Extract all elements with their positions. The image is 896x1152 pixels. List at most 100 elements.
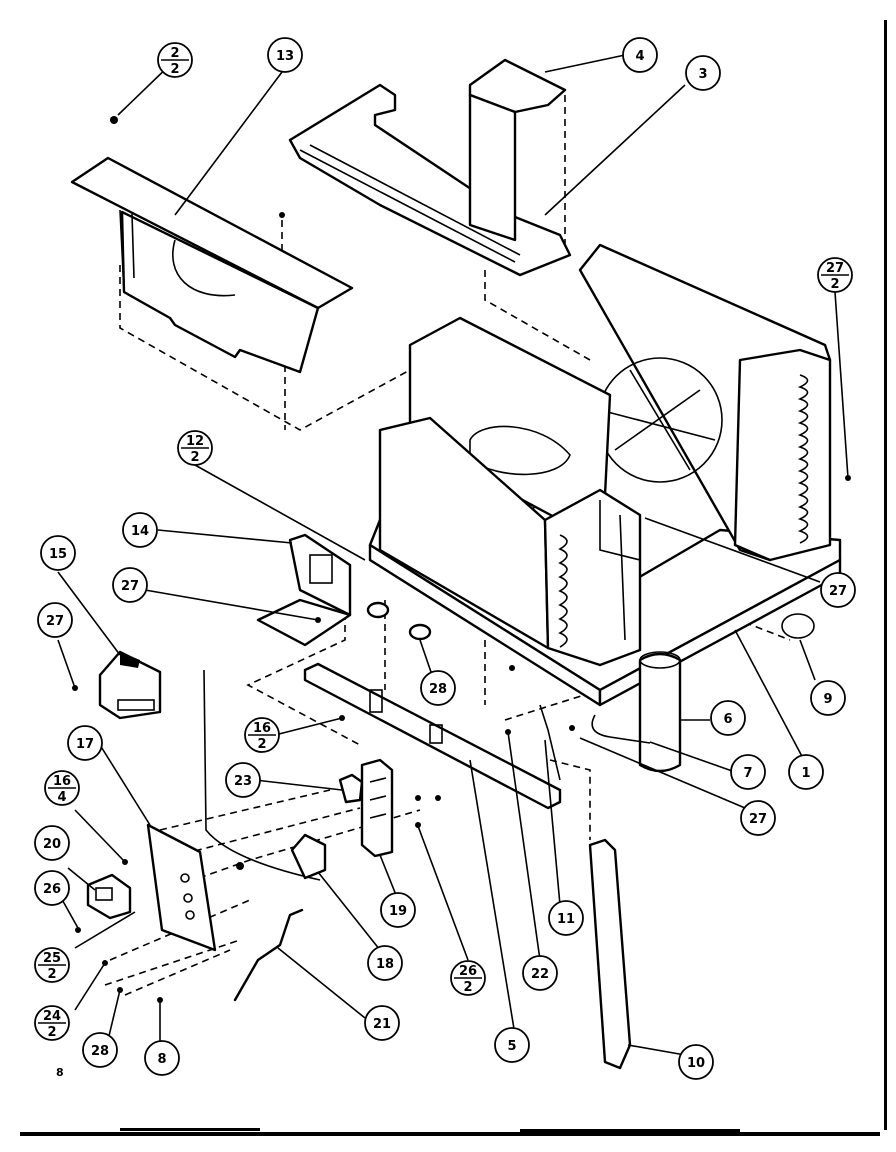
callout-19: 19 <box>380 892 416 928</box>
callout-label-top: 26 <box>459 964 477 979</box>
callout-circle <box>820 572 856 608</box>
callout-27c: 27 <box>820 572 856 608</box>
partition-panel-part <box>70 156 354 374</box>
callout-1: 1 <box>788 754 824 790</box>
electrical-plate-part <box>146 823 217 952</box>
callout-label: 15 <box>49 547 67 562</box>
callout-27-2: 272 <box>817 257 853 293</box>
capacitor-part <box>638 651 682 773</box>
callout-circle <box>34 870 70 906</box>
callout-circle <box>730 754 766 790</box>
callout-label-bottom: 2 <box>257 737 266 752</box>
callout-22: 22 <box>522 955 558 991</box>
callout-28a: 28 <box>420 670 456 706</box>
callout-label-bottom: 2 <box>47 967 56 982</box>
callout-circle <box>740 800 776 836</box>
callout-label-bottom: 2 <box>463 980 472 995</box>
callout-label: 5 <box>507 1039 516 1054</box>
scan-border <box>20 20 887 1136</box>
callout-20: 20 <box>34 825 70 861</box>
callout-circle <box>622 37 658 73</box>
bracket-21-part <box>233 908 304 1002</box>
callout-label-top: 12 <box>186 434 204 449</box>
callout-circle <box>40 535 76 571</box>
callout-18: 18 <box>367 945 403 981</box>
callout-16-4: 164 <box>44 770 80 806</box>
leader-lines <box>54 54 849 1056</box>
callout-label: 6 <box>723 712 732 727</box>
callout-27d: 27 <box>740 800 776 836</box>
callout-label-top: 2 <box>170 46 179 61</box>
callout-label: 27 <box>46 614 64 629</box>
callout-26-2: 262 <box>450 960 486 996</box>
callout-label: 23 <box>234 774 252 789</box>
callout-12-2: 122 <box>177 430 213 466</box>
terminal-block-part <box>86 873 132 920</box>
callout-circle <box>122 512 158 548</box>
ring-clamp-part <box>781 613 815 639</box>
callout-circle <box>367 945 403 981</box>
callout-circle <box>494 1027 530 1063</box>
callout-label-top: 25 <box>43 951 61 966</box>
callout-label: 27 <box>749 812 767 827</box>
callout-circle <box>364 1005 400 1041</box>
callout-circle <box>112 567 148 603</box>
callout-circle <box>810 680 846 716</box>
callout-circle <box>710 700 746 736</box>
callout-label-top: 27 <box>826 261 844 276</box>
callout-label-bottom: 2 <box>47 1025 56 1040</box>
callout-24-2: 242 <box>34 1005 70 1041</box>
callout-23: 23 <box>225 762 261 798</box>
callout-label: 3 <box>698 67 707 82</box>
callout-circle <box>685 55 721 91</box>
callout-label: 10 <box>687 1056 705 1071</box>
callout-circle <box>548 900 584 936</box>
page-mark: 8 <box>56 1066 64 1079</box>
top-rail-part <box>288 83 572 277</box>
callout-4: 4 <box>622 37 658 73</box>
callout-label-bottom: 4 <box>57 790 66 805</box>
callout-14: 14 <box>122 512 158 548</box>
callout-label-top: 16 <box>253 721 271 736</box>
callout-label: 1 <box>801 766 810 781</box>
callout-label: 26 <box>43 882 61 897</box>
callout-circle <box>225 762 261 798</box>
callout-circle <box>37 602 73 638</box>
callout-label: 19 <box>389 904 407 919</box>
callout-13: 13 <box>267 37 303 73</box>
clip-part <box>338 773 364 804</box>
callout-6: 6 <box>710 700 746 736</box>
baffle-part <box>468 58 567 242</box>
grommet-parts <box>366 601 432 641</box>
callout-2-2: 22 <box>157 42 193 78</box>
callout-11: 11 <box>548 900 584 936</box>
callout-16-2: 162 <box>244 717 280 753</box>
callout-label: 27 <box>121 579 139 594</box>
callout-circle <box>522 955 558 991</box>
callout-27a: 27 <box>112 567 148 603</box>
callout-label: 9 <box>823 692 832 707</box>
callout-label: 8 <box>157 1052 166 1067</box>
callout-7: 7 <box>730 754 766 790</box>
callout-label-top: 24 <box>43 1009 61 1024</box>
callout-circle <box>380 892 416 928</box>
callout-28b: 28 <box>82 1032 118 1068</box>
callout-circle <box>82 1032 118 1068</box>
callout-21: 21 <box>364 1005 400 1041</box>
callout-8: 8 <box>144 1040 180 1076</box>
callout-label: 11 <box>557 912 575 927</box>
callout-label: 13 <box>276 49 294 64</box>
callout-label: 21 <box>373 1017 391 1032</box>
callout-circle <box>144 1040 180 1076</box>
callout-label: 4 <box>635 49 644 64</box>
misc-hardware <box>72 116 851 1003</box>
callout-label: 17 <box>76 737 94 752</box>
callout-25-2: 252 <box>34 947 70 983</box>
base-pan-chassis-part <box>368 243 842 707</box>
control-box-part <box>98 650 162 720</box>
callout-label: 28 <box>91 1044 109 1059</box>
callout-circle <box>34 825 70 861</box>
callout-circle <box>678 1044 714 1080</box>
